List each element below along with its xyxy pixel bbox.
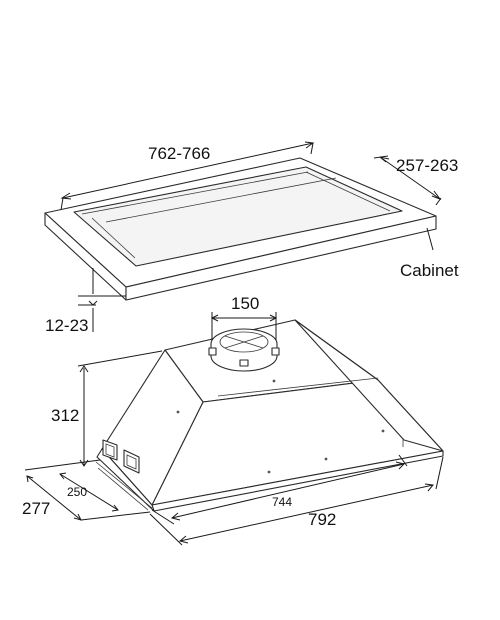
duct-diameter-label: 150	[231, 294, 259, 313]
cabinet-depth-label: 257-263	[396, 156, 458, 175]
thickness-label: 12-23	[45, 316, 88, 335]
cabinet-length-label: 762-766	[148, 144, 210, 163]
control-switches	[95, 439, 153, 511]
cabinet-depth-dimension: 257-263	[373, 155, 458, 206]
width-inner-label: 744	[272, 495, 292, 509]
duct-collar	[208, 328, 280, 372]
cabinet-length-dimension: 762-766	[60, 141, 315, 211]
depth-outer-label: 277	[22, 499, 50, 518]
width-dimension: 744 792	[149, 454, 444, 546]
height-label: 312	[51, 406, 79, 425]
width-outer-label: 792	[308, 510, 336, 529]
thickness-dimension: 12-23	[45, 268, 126, 335]
cabinet-frame	[44, 157, 437, 301]
duct-diameter-dimension: 150	[210, 294, 278, 340]
cabinet-label: Cabinet	[400, 261, 459, 280]
depth-dimension: 277 250	[22, 459, 151, 521]
height-dimension: 312	[51, 350, 163, 467]
depth-inner-label: 250	[67, 485, 87, 499]
cabinet-leader: Cabinet	[400, 227, 459, 280]
